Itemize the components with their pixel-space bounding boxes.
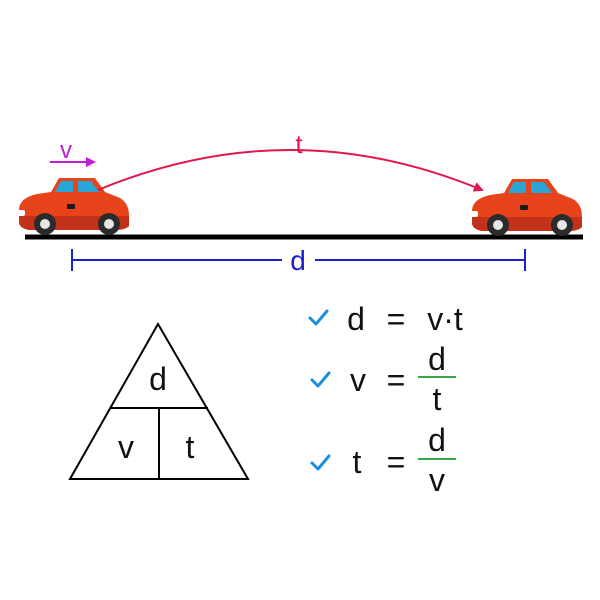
check-icon	[310, 371, 331, 388]
triangle-top-label: d	[149, 361, 167, 397]
velocity-label: v	[60, 137, 72, 164]
formula-1-equals: =	[387, 301, 406, 337]
car-right-icon	[470, 179, 582, 236]
formula-1-lhs: d	[347, 301, 365, 337]
car-left-icon	[17, 178, 129, 235]
distance-label: d	[290, 245, 306, 276]
formula-triangle	[68, 321, 250, 480]
formula-3-numerator: d	[428, 422, 446, 458]
formula-2-denominator: t	[433, 381, 442, 417]
formula-2-equals: =	[387, 362, 406, 398]
formula-3-lhs: t	[353, 444, 362, 480]
formula-1-rhs: v·t	[427, 301, 463, 337]
formula-2-lhs: v	[350, 362, 366, 398]
formula-2-numerator: d	[428, 341, 446, 377]
check-icon	[310, 454, 331, 471]
time-arc	[97, 149, 484, 192]
triangle-bottom-left-label: v	[118, 429, 134, 465]
time-label: t	[295, 129, 303, 159]
formula-3-equals: =	[387, 444, 406, 480]
triangle-bottom-right-label: t	[186, 429, 195, 465]
formula-3-denominator: v	[429, 462, 445, 498]
check-icon	[308, 309, 329, 326]
